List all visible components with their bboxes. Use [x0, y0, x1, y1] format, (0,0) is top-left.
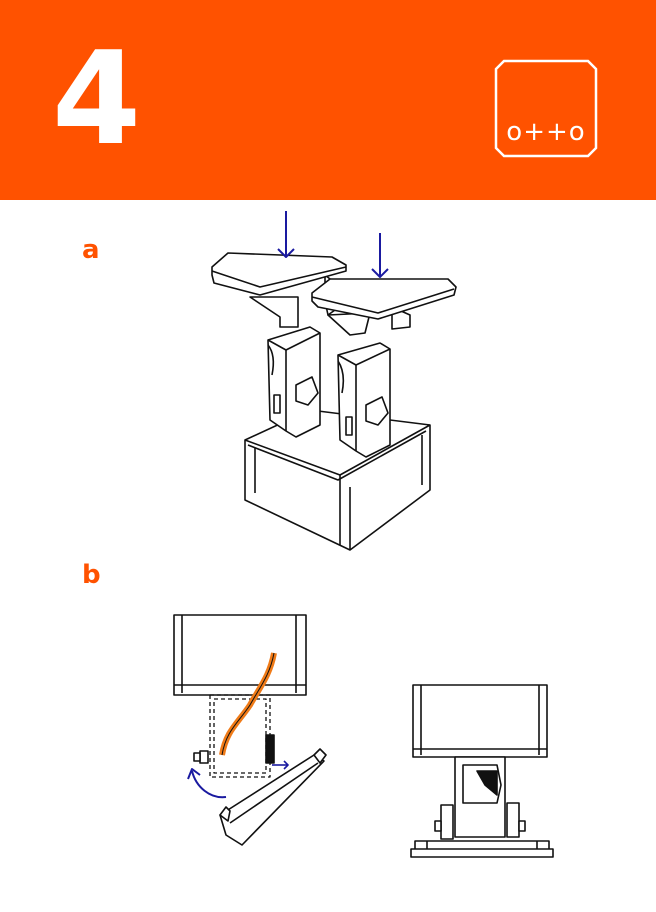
illustration-a-assembly: [211, 211, 457, 551]
base-box: [412, 684, 548, 758]
left-servo-holder: [267, 326, 321, 438]
step-label-b: b: [82, 560, 101, 590]
base-box: [173, 614, 307, 696]
push-arrow-icon: [272, 760, 289, 770]
servo-wire: [219, 652, 277, 756]
servo-horn: [265, 734, 275, 764]
down-arrow-icon: [277, 211, 295, 258]
base-box: [244, 409, 431, 551]
step-number: 4: [52, 25, 141, 174]
step-label-a: a: [82, 235, 100, 265]
tilted-servo-holder: [219, 748, 327, 846]
logo-text: o++o: [506, 117, 586, 147]
otto-logo: o++o: [494, 59, 598, 158]
foot-plate: [410, 840, 554, 858]
servo-dashed-outline: [209, 694, 271, 778]
servo-gear: [193, 750, 209, 764]
step-header: 4 o++o: [0, 0, 656, 200]
logo-frame-icon: [494, 59, 598, 158]
illustration-b-wiring: [173, 614, 327, 846]
rotate-arrow-icon: [187, 768, 227, 799]
right-servo-holder: [337, 342, 391, 458]
right-top-plate: [311, 278, 457, 336]
servo-holder: [434, 756, 526, 840]
illustration-b-result: [410, 684, 554, 858]
down-arrow-icon: [371, 233, 389, 278]
